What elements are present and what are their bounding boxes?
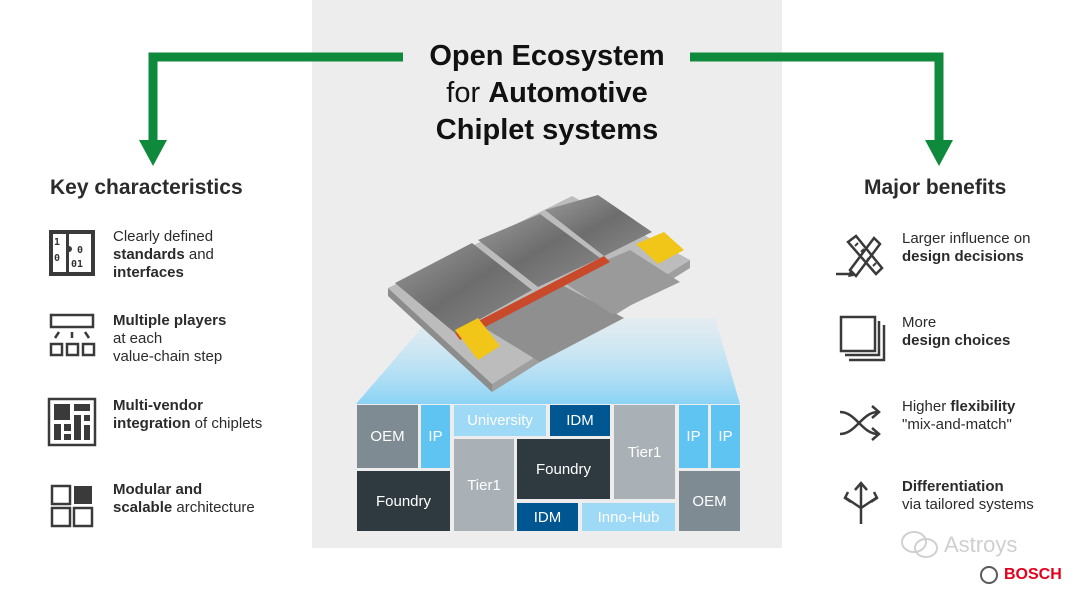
players-line-2: at each (113, 330, 163, 347)
flexibility-line-1: Higher flexibility (902, 398, 1080, 416)
choices-line-1: More (902, 314, 937, 331)
choices-bold: design choices (902, 332, 1011, 349)
block-idm-top: IDM (550, 405, 610, 436)
interposer-strip (455, 256, 610, 340)
standards-line-1: Clearly defined (113, 228, 214, 245)
multivendor-integration: integration (113, 415, 191, 432)
influence-bold: design decisions (902, 248, 1024, 265)
wechat-icon (901, 531, 938, 558)
title-line-1: Open Ecosystem (429, 40, 665, 72)
modular-line-2: scalable architecture (113, 499, 333, 517)
design-tools-icon (836, 234, 884, 278)
left-arrow-line (148, 52, 403, 140)
die-4 (478, 284, 624, 362)
characteristic-players-text: Multiple players at each value-chain ste… (113, 312, 333, 366)
left-arrow-head (139, 140, 167, 166)
differentiation-line-2: via tailored systems (902, 496, 1034, 513)
modular-rest: architecture (172, 499, 255, 516)
standards-bold-2: interfaces (113, 264, 184, 281)
modular-bold: Modular and (113, 481, 203, 498)
svg-text:0: 0 (54, 253, 60, 264)
chiplet-package (388, 195, 690, 392)
block-tier1-left: Tier1 (454, 439, 514, 531)
flexibility-prefix: Higher (902, 398, 951, 415)
characteristic-multivendor-text: Multi-vendor integration of chiplets (113, 397, 333, 433)
characteristic-standards-text: Clearly defined standards and interfaces (113, 228, 333, 282)
diverging-arrows-icon (843, 481, 879, 524)
flexibility-line-2: "mix-and-match" (902, 416, 1012, 433)
block-foundry-left: Foundry (357, 471, 450, 531)
standards-line-2: standards and (113, 246, 333, 264)
benefit-flexibility-text: Higher flexibility "mix-and-match" (902, 398, 1080, 434)
binary-puzzle-icon: 1 0 0 01 (49, 230, 95, 276)
block-oem-left: OEM (357, 405, 418, 468)
block-ip-2: IP (679, 405, 708, 468)
differentiation-bold: Differentiation (902, 478, 1004, 495)
flexibility-bold: flexibility (950, 398, 1016, 415)
benefit-choices-text: More design choices (902, 314, 1080, 350)
block-ip-1: IP (421, 405, 450, 468)
modular-blocks-icon (50, 484, 94, 528)
die-2 (478, 214, 600, 287)
block-foundry-center: Foundry (517, 439, 610, 499)
standards-and: and (184, 246, 214, 263)
bosch-logo-icon (980, 566, 998, 584)
die-1 (395, 243, 532, 333)
block-tier1-right: Tier1 (614, 405, 675, 499)
block-oem-right: OEM (679, 471, 740, 531)
multivendor-rest: of chiplets (190, 415, 263, 432)
title-line-3: Chiplet systems (435, 114, 659, 146)
bosch-logo-text: BOSCH (1004, 566, 1062, 583)
svg-text:1: 1 (54, 237, 60, 248)
multivendor-line-2: integration of chiplets (113, 415, 333, 433)
block-inno-hub: Inno-Hub (582, 503, 675, 531)
key-characteristics-heading: Key characteristics (50, 176, 243, 199)
players-line-3: value-chain step (113, 348, 223, 365)
svg-text:01: 01 (71, 259, 83, 270)
influence-line-1: Larger influence on (902, 230, 1031, 247)
shuffle-icon (839, 405, 881, 441)
watermark-text: Astroys (944, 532, 1018, 557)
stacked-squares-icon (839, 315, 886, 362)
benefit-differentiation-text: Differentiation via tailored systems (902, 478, 1080, 514)
standards-bold-1: standards (113, 246, 185, 263)
right-arrow-line (690, 52, 944, 140)
characteristic-modular-text: Modular and scalable architecture (113, 481, 333, 517)
modular-scalable: scalable (113, 499, 173, 516)
block-idm-bottom: IDM (517, 503, 578, 531)
benefit-influence-text: Larger influence on design decisions (902, 230, 1080, 266)
page-title: Open Ecosystem for Automotive Chiplet sy… (312, 38, 782, 149)
title-line-2-prefix: for (446, 77, 489, 109)
players-bold: Multiple players (113, 312, 227, 329)
title-line-2-bold: Automotive (488, 77, 648, 109)
title-line-2: for Automotive (312, 75, 782, 112)
svg-text:0: 0 (77, 245, 83, 256)
die-3 (545, 195, 652, 256)
block-university: University (454, 405, 546, 436)
pad-2 (636, 232, 684, 264)
die-5 (560, 250, 680, 314)
major-benefits-heading: Major benefits (864, 176, 1007, 199)
pad-1 (455, 318, 500, 360)
block-ip-3: IP (711, 405, 740, 468)
multivendor-bold: Multi-vendor (113, 397, 203, 414)
chip-grid-icon (47, 397, 97, 447)
value-chain-icon (49, 313, 96, 357)
right-arrow-head (925, 140, 953, 166)
